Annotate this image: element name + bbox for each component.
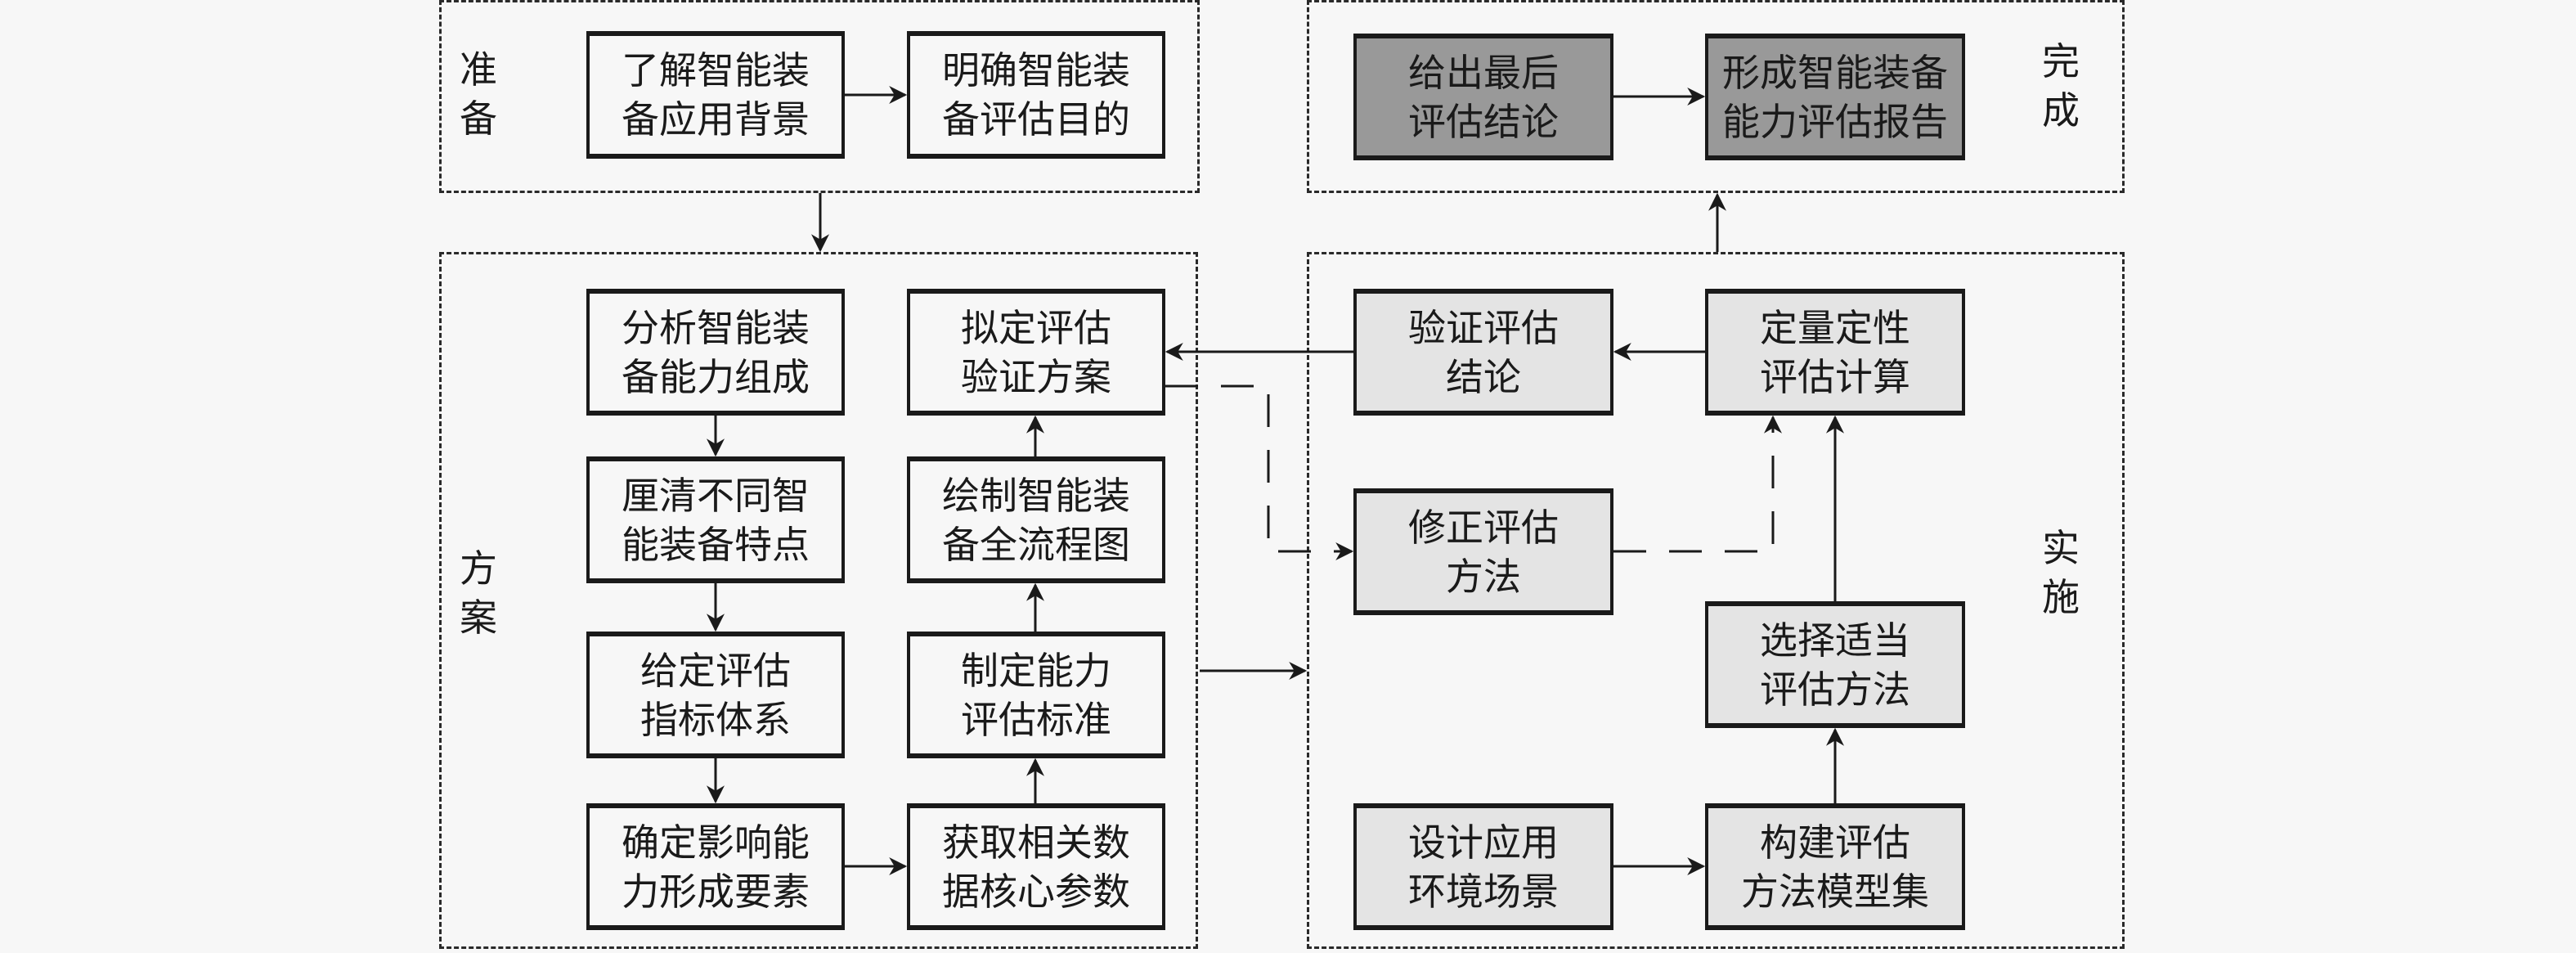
panel-plan <box>439 252 1198 949</box>
box-quant-qual-calc: 定量定性 评估计算 <box>1705 289 1965 416</box>
box-draw-flowchart: 绘制智能装 备全流程图 <box>907 456 1165 583</box>
box-clarify-purpose: 明确智能装 备评估目的 <box>907 31 1165 159</box>
box-draft-verification: 拟定评估 验证方案 <box>907 289 1165 416</box>
box-formulate-standard: 制定能力 评估标准 <box>907 632 1165 758</box>
box-build-model-set: 构建评估 方法模型集 <box>1705 803 1965 930</box>
box-final-conclusion: 给出最后 评估结论 <box>1353 34 1613 160</box>
box-determine-factors: 确定影响能 力形成要素 <box>586 803 845 930</box>
box-clarify-features: 厘清不同智 能装备特点 <box>586 456 845 583</box>
panel-label-plan: 方案 <box>460 546 497 640</box>
box-select-method: 选择适当 评估方法 <box>1705 601 1965 728</box>
box-obtain-parameters: 获取相关数 据核心参数 <box>907 803 1165 930</box>
panel-prepare <box>439 0 1200 193</box>
box-understand-background: 了解智能装 备应用背景 <box>586 31 845 159</box>
panel-complete <box>1307 0 2125 193</box>
box-analyze-composition: 分析智能装 备能力组成 <box>586 289 845 416</box>
box-revise-method: 修正评估 方法 <box>1353 488 1613 615</box>
panel-label-complete: 完成 <box>2042 39 2080 133</box>
box-form-report: 形成智能装备 能力评估报告 <box>1705 34 1965 160</box>
box-design-scenario: 设计应用 环境场景 <box>1353 803 1613 930</box>
box-verify-conclusion: 验证评估 结论 <box>1353 289 1613 416</box>
panel-implement <box>1307 252 2125 949</box>
panel-label-prepare: 准备 <box>460 47 497 141</box>
box-give-index-system: 给定评估 指标体系 <box>586 632 845 758</box>
panel-label-implement: 实施 <box>2042 526 2080 619</box>
